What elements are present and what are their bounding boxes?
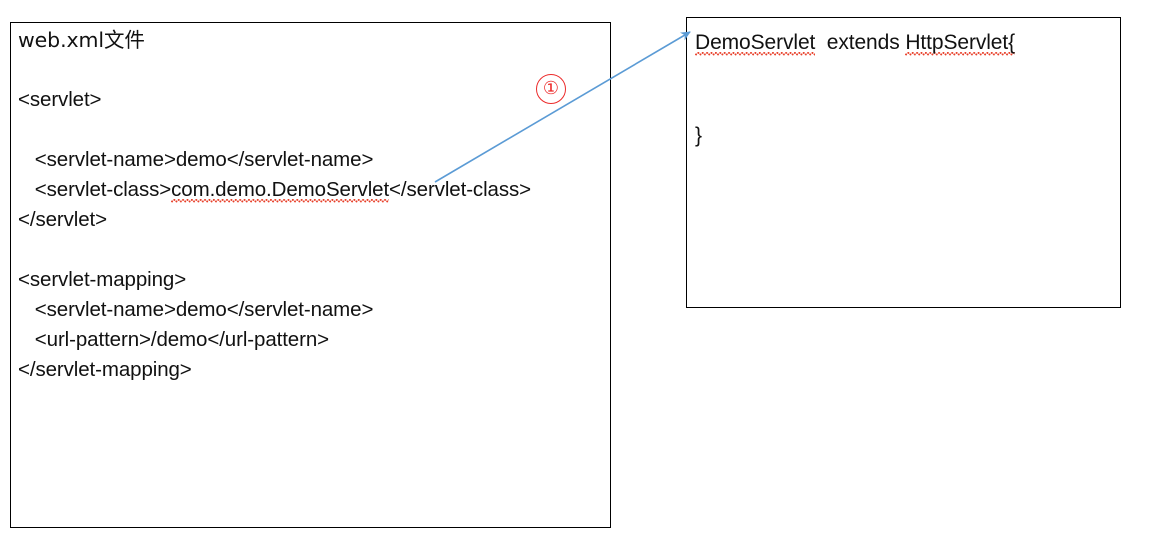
callout-marker-1: ① — [536, 74, 566, 104]
webxml-code-block: web.xml文件 <servlet> <servlet-name>demo</… — [18, 25, 608, 385]
servlet-class-close-tag: </servlet-class> — [389, 178, 531, 201]
webxml-servlet-class-line: <servlet-class>com.demo.DemoServlet</ser… — [18, 175, 608, 205]
servlet-class-blank-line — [695, 58, 1015, 89]
servlet-class-code-block: DemoServlet extends HttpServlet{ } — [695, 27, 1015, 151]
servlet-class-closing-brace-line: } — [695, 124, 702, 147]
servlet-class-blank-line-2 — [695, 89, 1015, 120]
servlet-class-value-misspelled: com.demo.DemoServlet — [171, 175, 389, 205]
extends-keyword: extends — [815, 31, 906, 54]
servlet-class-open-tag: <servlet-class> — [18, 178, 172, 201]
webxml-mapping-url-line: <url-pattern>/demo</url-pattern> — [18, 328, 330, 351]
webxml-blank-line-3 — [18, 235, 608, 265]
webxml-servlet-name-line: <servlet-name>demo</servlet-name> — [18, 148, 374, 171]
webxml-title-line: web.xml文件 — [18, 28, 145, 52]
webxml-mapping-open-line: <servlet-mapping> — [18, 268, 187, 291]
webxml-config-box: web.xml文件 <servlet> <servlet-name>demo</… — [10, 22, 611, 528]
webxml-blank-line-2 — [18, 115, 608, 145]
webxml-servlet-close-line: </servlet> — [18, 208, 108, 231]
demoservlet-identifier-misspelled: DemoServlet — [695, 27, 815, 58]
httpservlet-identifier-misspelled: HttpServlet{ — [905, 27, 1015, 58]
servlet-class-box: DemoServlet extends HttpServlet{ } — [686, 17, 1121, 308]
webxml-mapping-close-line: </servlet-mapping> — [18, 358, 192, 381]
webxml-mapping-name-line: <servlet-name>demo</servlet-name> — [18, 298, 374, 321]
webxml-blank-line-1 — [18, 55, 608, 85]
servlet-class-declaration-line: DemoServlet extends HttpServlet{ — [695, 27, 1015, 58]
webxml-servlet-open-line: <servlet> — [18, 88, 102, 111]
